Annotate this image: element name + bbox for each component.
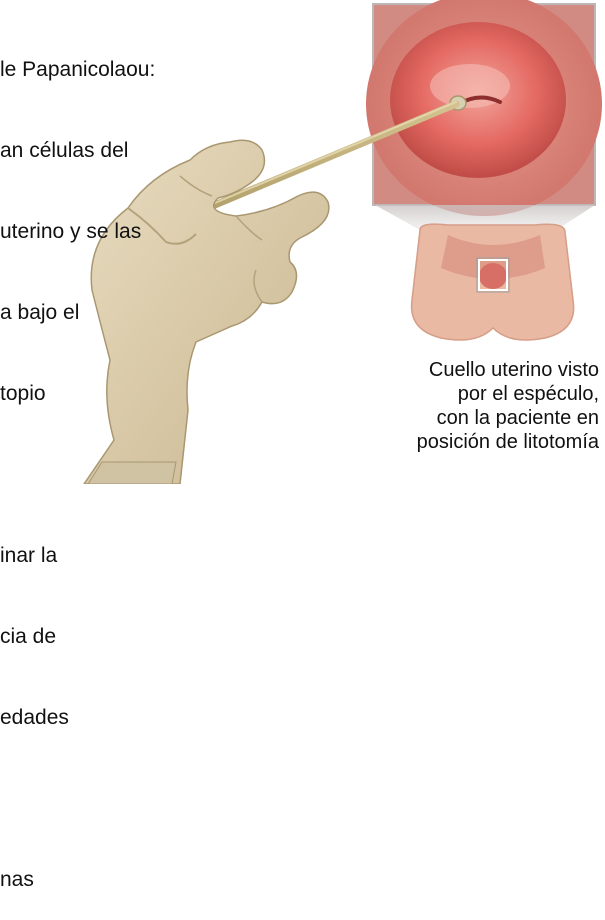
procedure-description: le Papanicolaou: an células del uterino … [0,2,215,920]
description-line: cia de [0,623,215,650]
description-line: an células del [0,137,215,164]
description-line: le Papanicolaou: [0,56,215,83]
description-line: nas [0,866,215,893]
description-line: uterino y se las [0,218,215,245]
caption-line: Cuello uterino visto [299,358,599,382]
description-line: a bajo el [0,299,215,326]
description-spacer [0,785,215,812]
caption-line: con la paciente en [299,406,599,430]
caption-line: posición de litotomía [299,430,599,454]
caption-line: por el espéculo, [299,382,599,406]
cervix-closeup [366,0,602,216]
description-line: edades [0,704,215,731]
description-line: topio [0,380,215,407]
figure-caption: Cuello uterino visto por el espéculo, co… [299,358,599,454]
description-line: inar la [0,542,215,569]
speculum-overview [412,224,574,340]
